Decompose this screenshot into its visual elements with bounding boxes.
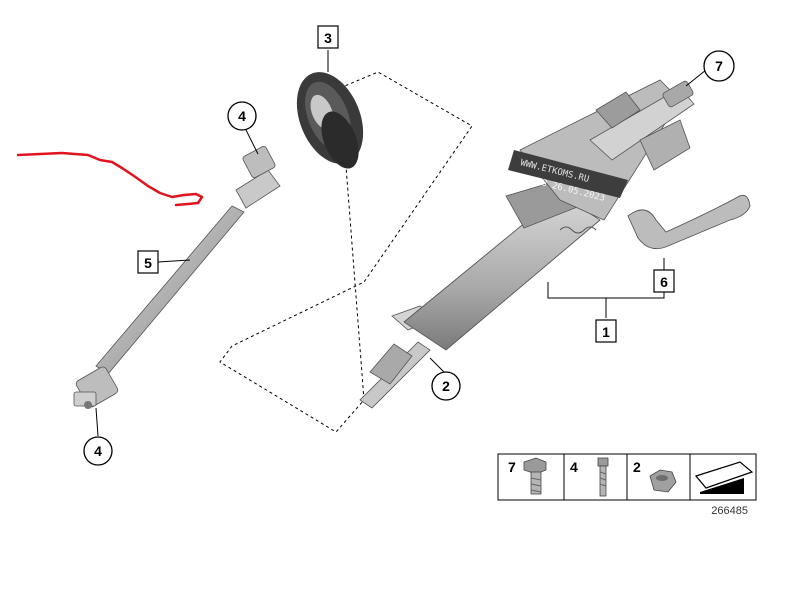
rubber-boot [296, 72, 364, 169]
svg-text:1: 1 [602, 324, 610, 340]
callout-3: 3 [317, 25, 339, 49]
legend-label-7: 7 [508, 459, 516, 475]
svg-text:4: 4 [94, 443, 102, 459]
hex-bolt-icon [523, 457, 547, 495]
callout-2: 2 [431, 371, 461, 401]
svg-text:3: 3 [324, 30, 332, 46]
steering-column: WWW.ETKOMS.RU 15:38 26.05.2023 [359, 79, 695, 409]
callout-6: 6 [653, 269, 675, 293]
hex-nut-icon [649, 469, 677, 493]
svg-text:4: 4 [238, 108, 246, 124]
diagram-number: 266485 [711, 505, 748, 517]
legend-label-4: 4 [570, 459, 578, 475]
callout-4-top: 4 [227, 101, 257, 131]
callout-4-bottom: 4 [83, 436, 113, 466]
legend-label-2: 2 [633, 459, 641, 475]
fastener-legend: 7 4 2 [497, 453, 757, 501]
svg-text:5: 5 [144, 255, 152, 271]
callout-7: 7 [703, 50, 735, 82]
svg-text:6: 6 [660, 274, 668, 290]
dashed-assembly-outline [219, 71, 473, 433]
callout-5: 5 [137, 250, 159, 274]
callout-1: 1 [595, 319, 617, 343]
svg-text:7: 7 [715, 58, 723, 74]
red-annotation-stroke [16, 151, 204, 207]
notice-arrow-icon [694, 461, 754, 494]
long-bolt-icon [597, 457, 609, 497]
adjustment-lever [627, 194, 751, 250]
intermediate-shaft [73, 145, 281, 409]
leader-lines [95, 50, 707, 437]
svg-text:2: 2 [442, 378, 450, 394]
